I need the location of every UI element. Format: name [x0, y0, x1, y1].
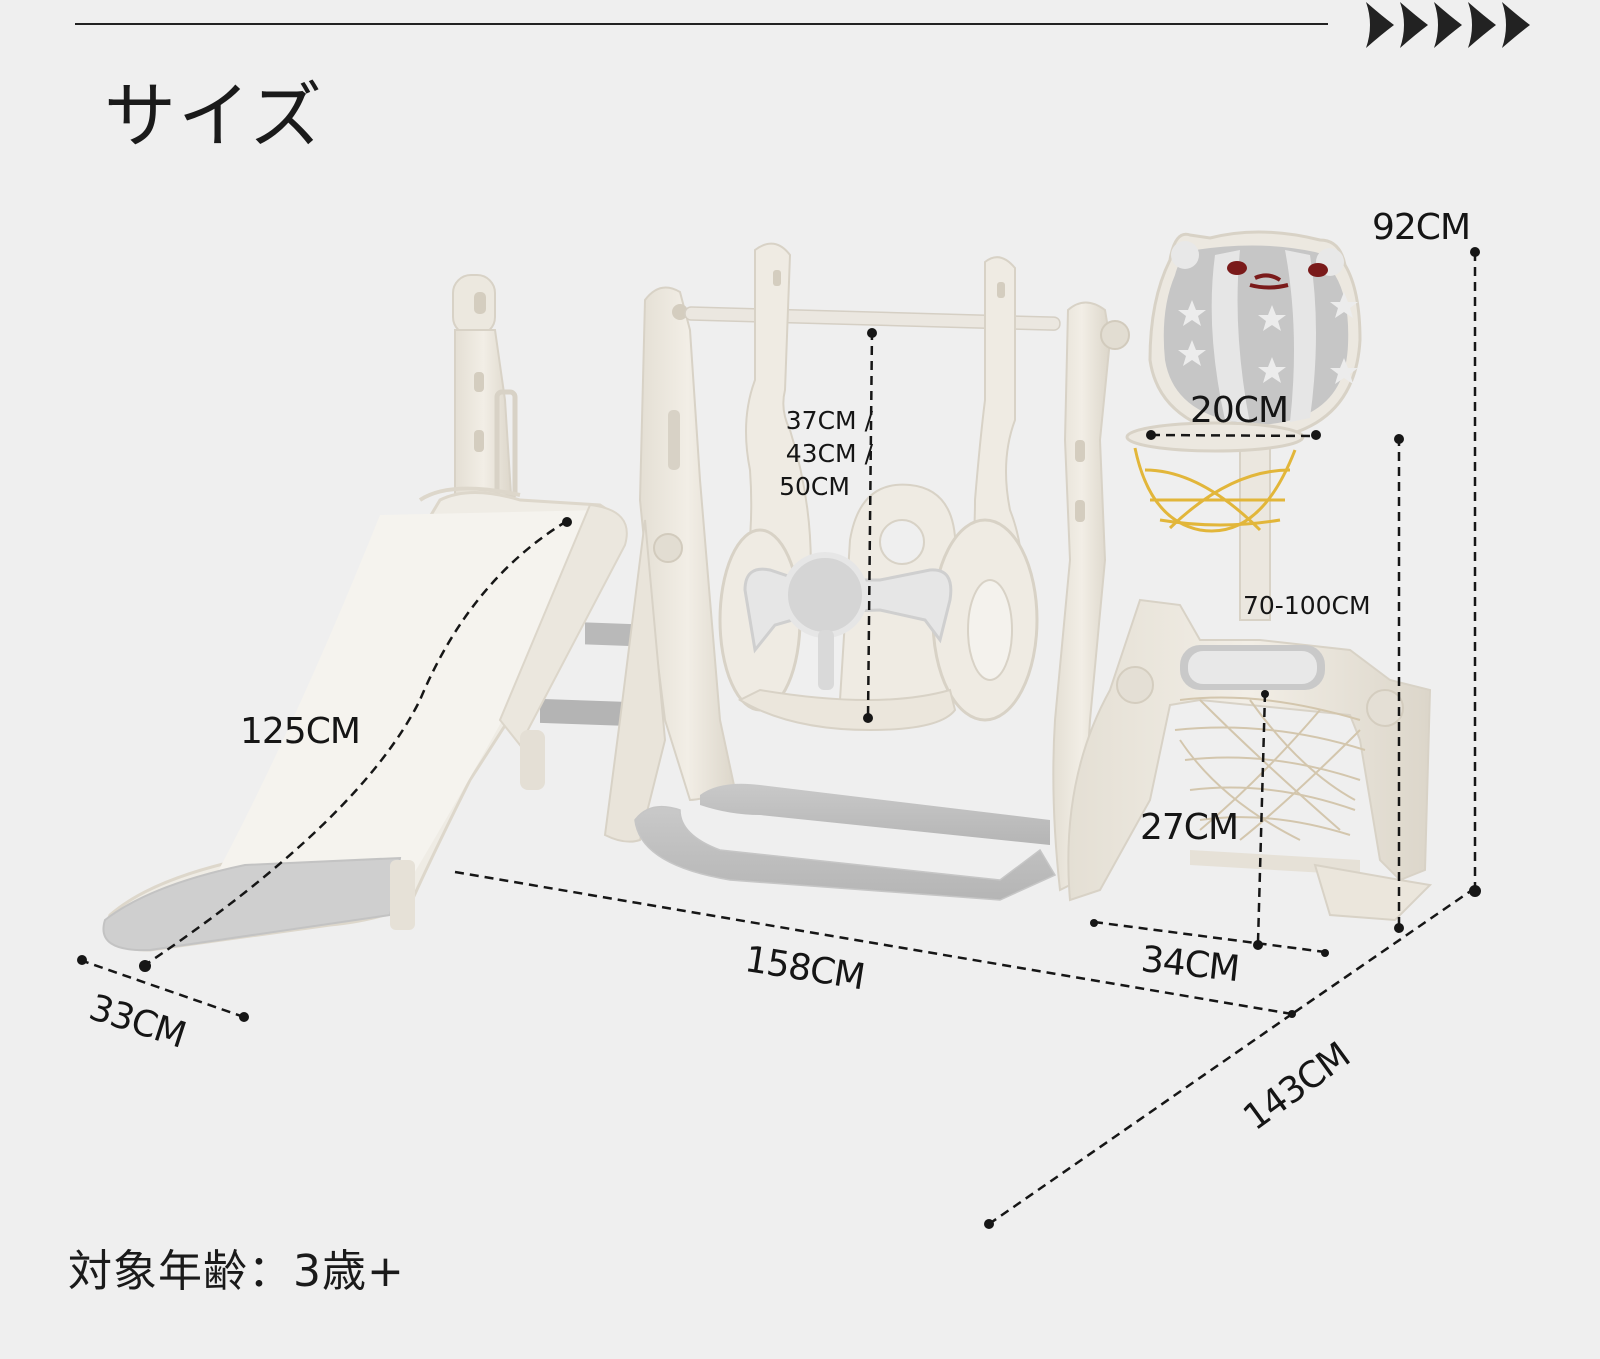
left-tower: [452, 274, 518, 522]
dim-hoop-diameter: 20CM: [1190, 390, 1289, 431]
brand-logo-badge: [1188, 651, 1317, 684]
arrows-icon: [1364, 0, 1531, 50]
arrow-right-icon: [1502, 2, 1530, 48]
arrow-right-icon: [1468, 2, 1496, 48]
swing-frame-left: [603, 286, 737, 843]
dim-swing-height-3: 50CM: [779, 472, 850, 501]
soccer-goal: [1067, 598, 1433, 922]
header-rule: [75, 23, 1328, 25]
dim-goal-height: 27CM: [1140, 807, 1239, 848]
slide: [102, 486, 628, 952]
dim-total-height: 92CM: [1372, 207, 1471, 248]
dim-swing-height-2: 43CM /: [785, 439, 873, 468]
basketball-hoop: [1125, 230, 1362, 621]
dim-swing-height-1: 37CM /: [785, 406, 873, 435]
dim-goal-depth: 34CM: [1139, 939, 1241, 991]
dimension-endpoints: [77, 247, 1481, 1229]
page-title: サイズ: [104, 74, 324, 158]
dim-swing-heights: 37CM / 43CM / 50CM: [770, 404, 873, 503]
swing-frame-right: [1052, 301, 1130, 892]
dimension-lines: [79, 252, 1477, 1226]
dim-hoop-height: 70-100CM: [1243, 591, 1371, 620]
target-age: 対象年齢：3歳+: [68, 1246, 405, 1297]
arrow-right-icon: [1366, 2, 1394, 48]
arrow-right-icon: [1400, 2, 1428, 48]
arrow-right-icon: [1434, 2, 1462, 48]
dim-slide-length: 125CM: [240, 711, 361, 752]
swing-base: [634, 783, 1057, 901]
